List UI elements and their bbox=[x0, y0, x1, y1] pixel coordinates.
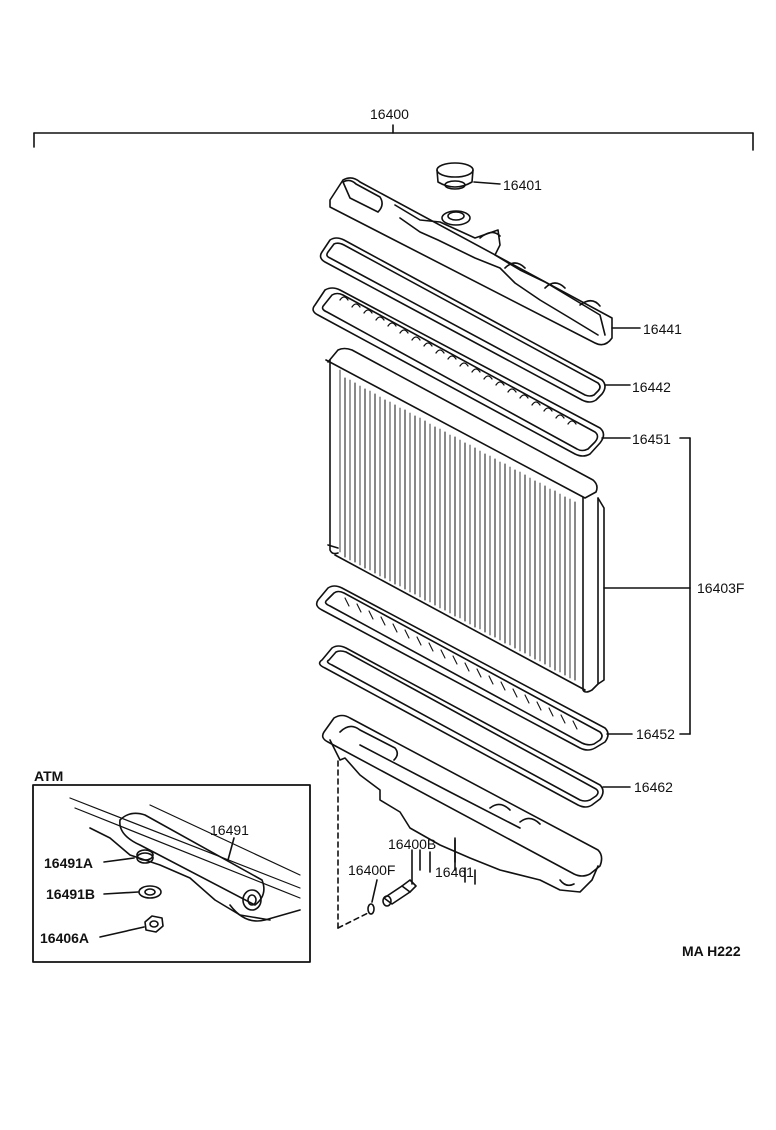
label-lower-gasket: 16462 bbox=[634, 779, 673, 795]
lower-gasket bbox=[318, 645, 631, 808]
upper-tank bbox=[329, 177, 641, 346]
label-atm: ATM bbox=[34, 768, 64, 784]
label-drain-cock: 16400B bbox=[388, 836, 437, 852]
label-washer-a: 16491A bbox=[44, 855, 94, 871]
lower-core-plate bbox=[315, 585, 633, 751]
drain-dashed-line bbox=[337, 759, 371, 929]
lower-tank bbox=[321, 714, 603, 893]
label-core: 16403F bbox=[697, 580, 745, 596]
radiator-cap bbox=[436, 162, 501, 190]
label-washer-b: 16491B bbox=[46, 886, 96, 902]
label-upper-gasket: 16442 bbox=[632, 379, 671, 395]
upper-gasket bbox=[319, 237, 631, 403]
label-assembly: 16400 bbox=[370, 106, 409, 122]
label-lower-plate: 16452 bbox=[636, 726, 675, 742]
label-cap: 16401 bbox=[503, 177, 542, 193]
figure-code: MA H222 bbox=[682, 943, 741, 959]
label-drain-oring: 16400F bbox=[348, 862, 396, 878]
radiator-core bbox=[325, 347, 691, 693]
drain-oring bbox=[367, 879, 378, 915]
label-upper-tank: 16441 bbox=[643, 321, 682, 337]
label-nut: 16406A bbox=[40, 930, 90, 946]
label-lower-tank: 16461 bbox=[435, 864, 474, 880]
label-upper-plate: 16451 bbox=[632, 431, 671, 447]
upper-core-plate bbox=[312, 287, 631, 457]
core-group-bracket bbox=[679, 437, 691, 735]
label-oil-cooler-pipe: 16491 bbox=[210, 822, 249, 838]
atm-inset bbox=[32, 784, 311, 963]
assembly-bracket bbox=[33, 124, 754, 151]
drain-cock bbox=[382, 849, 417, 907]
